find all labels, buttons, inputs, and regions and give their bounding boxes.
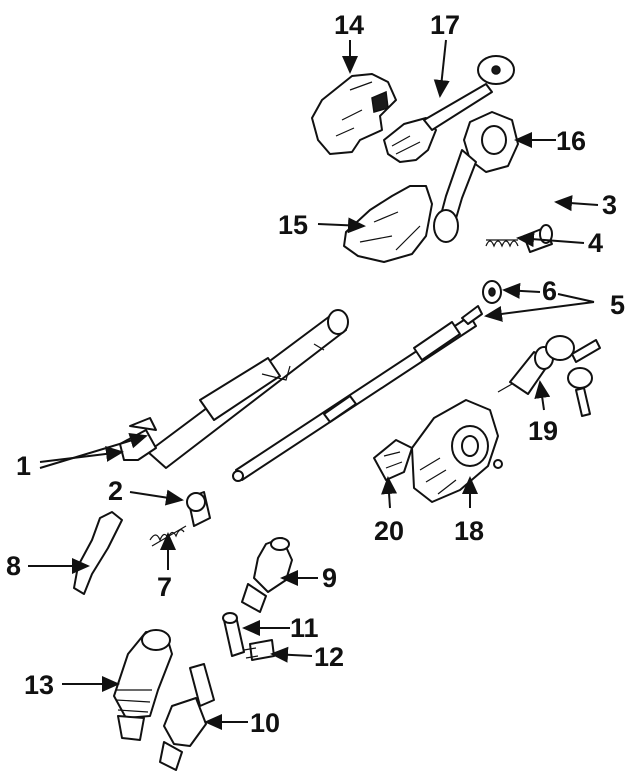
callout-10: 10 bbox=[250, 708, 280, 738]
callout-9: 9 bbox=[322, 563, 337, 593]
part-17-combination-switch bbox=[383, 55, 515, 163]
callout-16: 16 bbox=[556, 126, 586, 156]
callout-1: 1 bbox=[16, 451, 31, 481]
part-4-spring bbox=[485, 239, 519, 248]
part-13-boot bbox=[113, 629, 173, 741]
callout-7: 7 bbox=[157, 572, 172, 602]
callout-4: 4 bbox=[588, 228, 603, 258]
callout-3: 3 bbox=[602, 190, 617, 220]
part-12-bolts bbox=[243, 639, 275, 661]
part-15-lower-column-cover bbox=[343, 185, 433, 263]
callout-12: 12 bbox=[314, 642, 344, 672]
callout-15: 15 bbox=[278, 210, 308, 240]
callout-20: 20 bbox=[374, 516, 404, 546]
callout-11: 11 bbox=[290, 613, 319, 643]
callout-5: 5 bbox=[610, 290, 625, 320]
part-8-tilt-lever bbox=[73, 511, 123, 595]
part-9-upper-u-joint bbox=[241, 537, 293, 613]
part-20-switch bbox=[373, 439, 413, 481]
part-11-sleeve bbox=[222, 612, 245, 657]
part-10-lower-u-joint bbox=[159, 663, 215, 771]
callout-6: 6 bbox=[542, 276, 557, 306]
callout-18: 18 bbox=[454, 516, 484, 546]
callout-2: 2 bbox=[108, 476, 123, 506]
part-1-column-jacket bbox=[119, 309, 349, 469]
part-18-lock-housing bbox=[411, 399, 503, 503]
callout-19: 19 bbox=[528, 416, 558, 446]
part-6-bearing-ring bbox=[482, 280, 502, 304]
callout-13: 13 bbox=[24, 670, 54, 700]
part-16-wiper-switch bbox=[433, 111, 519, 243]
callout-8: 8 bbox=[6, 551, 21, 581]
callout-17: 17 bbox=[430, 10, 460, 40]
callout-14: 14 bbox=[334, 10, 364, 40]
part-2-bushing bbox=[186, 491, 211, 527]
callout-labels: 1 2 3 4 5 6 7 8 9 10 11 12 13 14 15 16 1… bbox=[6, 10, 625, 738]
part-14-upper-column-cover bbox=[311, 73, 397, 155]
leader-lines bbox=[28, 39, 599, 730]
part-5-steering-shaft bbox=[232, 305, 483, 482]
part-19-lock-cylinder bbox=[497, 335, 601, 417]
